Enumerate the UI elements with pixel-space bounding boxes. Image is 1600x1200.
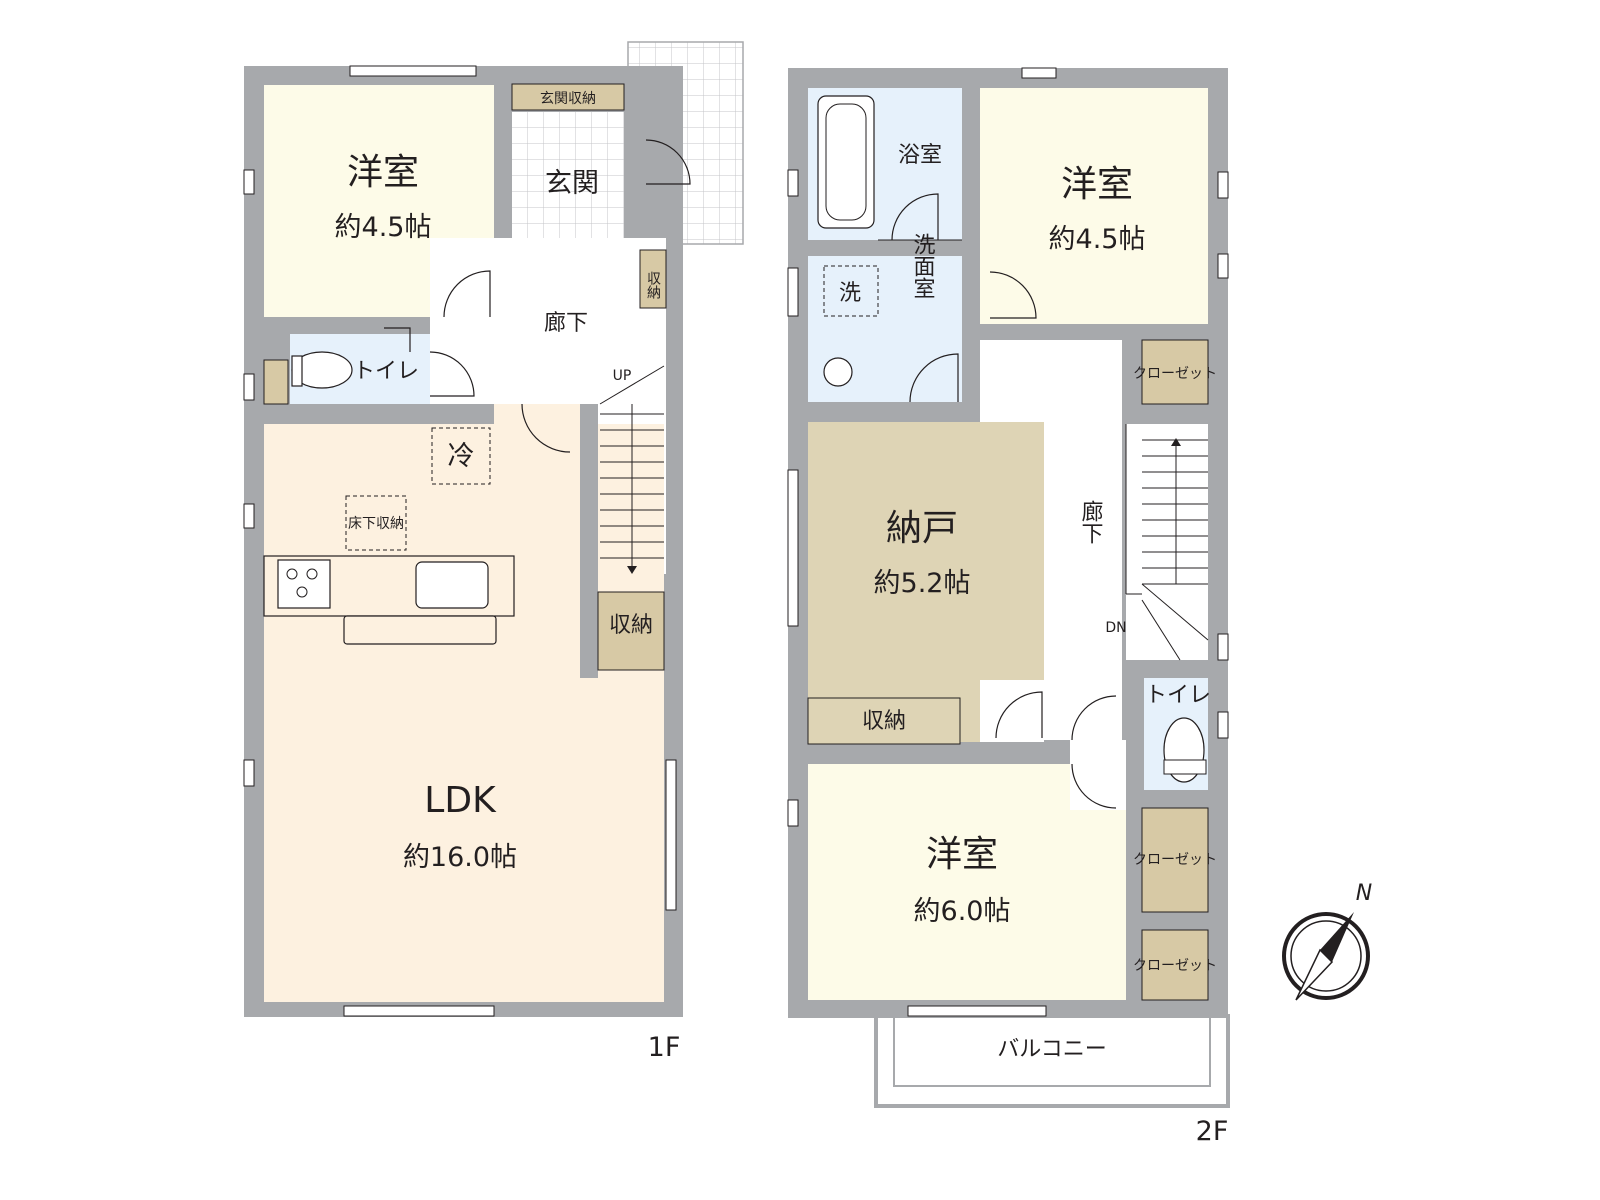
entrance-storage-box xyxy=(511,83,625,111)
toilet-2f-label: トイレ xyxy=(1145,683,1211,708)
storage-2f-box xyxy=(807,697,961,745)
underfloor-storage-label: 床下収納 xyxy=(348,516,404,532)
balcony-label: バルコニー xyxy=(997,1037,1107,1062)
closet-2f-b-label: クローゼット xyxy=(1133,852,1217,868)
washer-label: 洗 xyxy=(839,281,861,306)
stove xyxy=(277,559,331,609)
underfloor-storage xyxy=(345,495,407,551)
western-room-1f-area: 約4.5帖 xyxy=(335,212,432,243)
stair-2f xyxy=(1126,424,1208,660)
storage-1f-label: 収納 xyxy=(609,613,653,638)
hallway-2f-label: 廊下 xyxy=(1078,500,1104,544)
floor-2: 浴室 洗 洗面室 洋室 約4.5帖 クローゼット 納戸 約5.2帖 廊下 DN … xyxy=(787,67,1230,1147)
ldk-label: LDK xyxy=(424,780,497,821)
nando-area: 約5.2帖 xyxy=(874,568,971,599)
fridge-space xyxy=(431,427,491,485)
ldk-notch xyxy=(264,404,664,1002)
closet-2f-a-label: クローゼット xyxy=(1133,366,1217,382)
ldk-area: 約16.0帖 xyxy=(403,842,517,873)
western-room-2f-a-area: 約4.5帖 xyxy=(1049,224,1146,255)
stair-wall-1f xyxy=(580,404,598,678)
nando-label: 納戸 xyxy=(886,508,958,549)
fridge-label: 冷 xyxy=(448,441,475,472)
floor-1-label: 1F xyxy=(648,1032,681,1063)
western-room-2f-a xyxy=(980,88,1208,324)
entrance-storage-label: 玄関収納 xyxy=(540,90,596,107)
compass-north: N xyxy=(1356,881,1372,906)
nando-corner xyxy=(980,680,1044,742)
floor-2-label: 2F xyxy=(1196,1116,1229,1147)
hall-storage-box xyxy=(639,249,667,309)
western-room-1f-label: 洋室 xyxy=(347,152,419,193)
compass: N xyxy=(1282,881,1372,1001)
entrance xyxy=(512,112,624,238)
down-label: DN xyxy=(1105,620,1126,636)
western-room-2f-b-label: 洋室 xyxy=(926,834,998,875)
floor-1: 洋室 約4.5帖 玄関収納 玄関 廊下 収納 トイレ UP 冷 床下収納 収納 … xyxy=(243,41,744,1063)
bath-label: 浴室 xyxy=(898,143,942,168)
hall-landing-2f xyxy=(1070,740,1126,810)
washroom-label: 洗面室 xyxy=(910,233,936,299)
closet-2f-b xyxy=(1141,807,1209,913)
storage-1f-box xyxy=(597,591,665,671)
western-room-2f-b-area: 約6.0帖 xyxy=(914,896,1011,927)
closet-2f-c xyxy=(1141,929,1209,1001)
closet-2f-c-label: クローゼット xyxy=(1133,958,1217,974)
entrance-label: 玄関 xyxy=(545,168,599,199)
toilet-1f-label: トイレ xyxy=(353,359,419,384)
storage-2f-label: 収納 xyxy=(862,709,906,734)
closet-2f-a xyxy=(1141,339,1209,405)
hall-storage-label: 収納 xyxy=(645,271,661,300)
hallway-1f-label: 廊下 xyxy=(544,311,588,336)
up-label: UP xyxy=(613,368,632,384)
toilet-1f-counter xyxy=(263,359,289,405)
compass-needle xyxy=(1320,912,1354,962)
kitchen-bar xyxy=(343,615,497,645)
western-room-2f-a-label: 洋室 xyxy=(1061,164,1133,205)
sink xyxy=(415,561,489,609)
